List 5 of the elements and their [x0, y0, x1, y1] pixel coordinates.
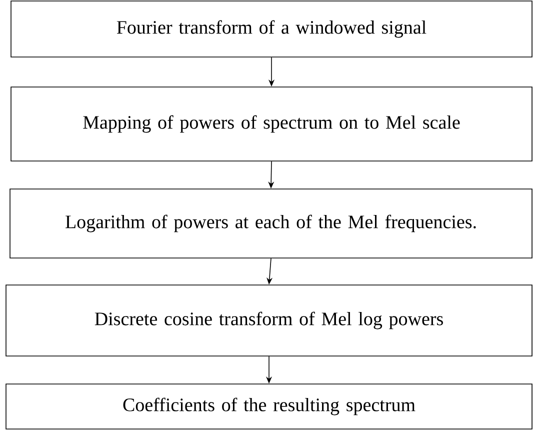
process-box: Coefficients of the resulting spectrum: [6, 384, 532, 430]
process-box: Fourier transform of a windowed signal: [10, 0, 532, 58]
process-box: Discrete cosine transform of Mel log powers: [6, 284, 532, 356]
process-box: Logarithm of powers at each of the Mel frequencies.: [10, 188, 532, 258]
process-box: Mapping of powers of spectrum on to Mel scale: [10, 86, 532, 162]
